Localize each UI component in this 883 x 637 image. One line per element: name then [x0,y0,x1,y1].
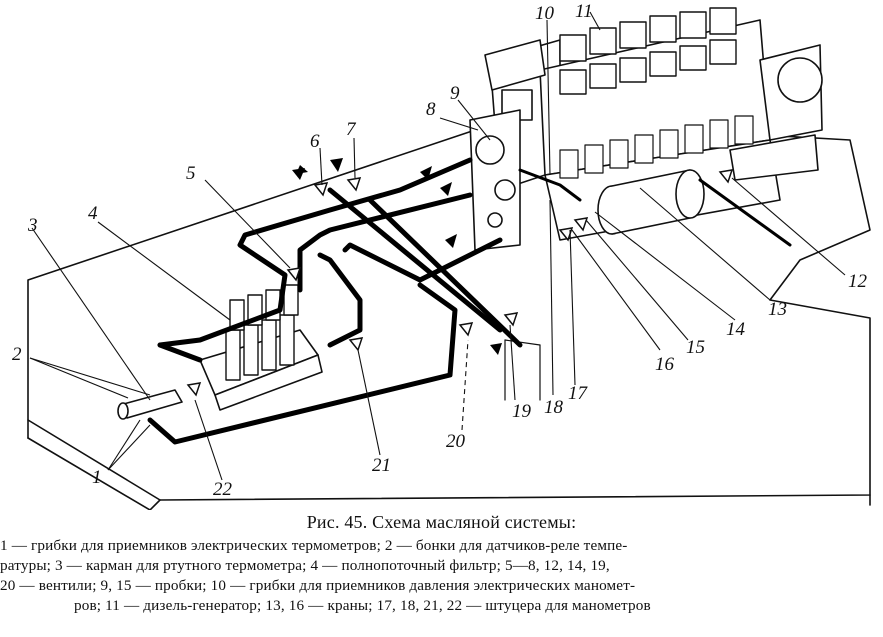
oil-pipelines [147,157,792,445]
callout-4: 4 [88,203,98,224]
callout-18: 18 [544,397,563,418]
callout-20: 20 [446,431,465,452]
callout-9: 9 [450,83,460,104]
callout-15: 15 [686,337,705,358]
callout-13: 13 [768,299,787,320]
thermometer-pocket [117,389,183,420]
flow-arrows [292,158,502,355]
callout-11: 11 [575,1,593,22]
caption-line: 1 — грибки для приемников электрических … [0,537,628,554]
centrifuge-filter [597,169,705,235]
callout-6: 6 [310,131,320,152]
full-flow-filter [199,284,323,411]
leader-lines [29,11,846,481]
callout-19: 19 [512,401,531,422]
callout-1: 1 [92,467,102,488]
valves [186,169,734,397]
callout-7: 7 [346,119,356,140]
caption-line: 20 — вентили; 9, 15 — пробки; 10 — грибк… [0,577,636,594]
callout-10: 10 [535,3,554,24]
figure-caption: Рис. 45. Схема масляной системы: 1 — гри… [0,512,883,637]
oil-system-drawing [27,7,871,511]
caption-title: Рис. 45. Схема масляной системы: [306,512,577,532]
callout-3: 3 [28,215,38,236]
callout-22: 22 [213,479,232,500]
oil-system-diagram: 1 2 3 4 5 6 7 8 9 10 11 12 13 14 15 16 1… [12,1,871,511]
callout-5: 5 [186,163,196,184]
callout-14: 14 [726,319,745,340]
caption-line: ратуры; 3 — карман для ртутного термомет… [0,557,610,574]
callout-2: 2 [12,344,22,365]
caption-line: ров; 11 — дизель-генератор; 13, 16 — кра… [74,597,651,614]
callout-16: 16 [655,354,674,375]
callout-17: 17 [568,383,587,404]
callout-12: 12 [848,271,867,292]
callout-21: 21 [372,455,391,476]
callout-8: 8 [426,99,436,120]
